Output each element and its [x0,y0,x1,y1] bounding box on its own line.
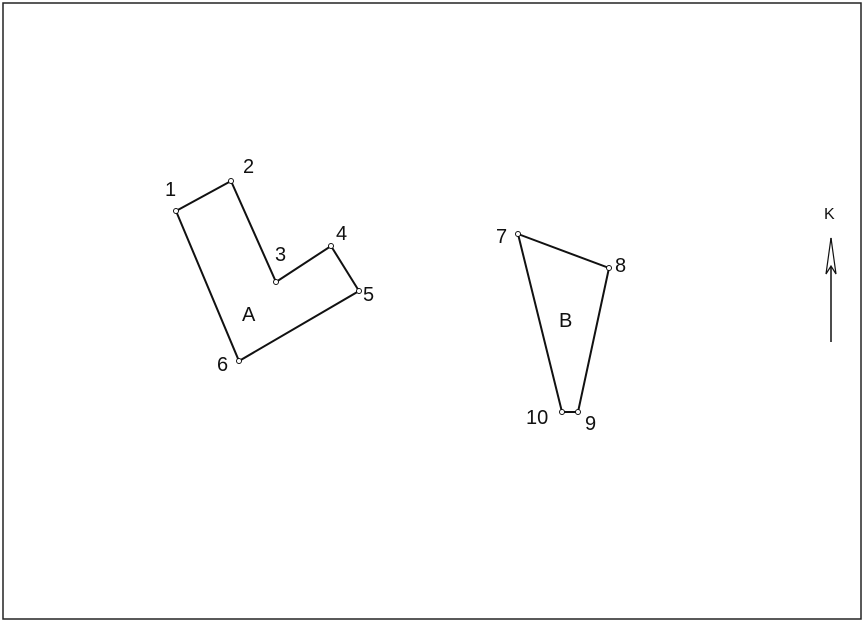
north-arrow: K [824,206,837,342]
map-frame [2,2,862,620]
north-arrow-head [825,237,837,275]
vertex-6-marker [236,358,242,364]
vertex-3-marker [273,279,279,285]
vertex-4-marker [328,243,334,249]
vertex-2-label: 2 [243,156,254,178]
vertex-2-marker [228,178,234,184]
north-arrow-label: K [824,206,835,223]
vertex-5-label: 5 [363,284,374,306]
vertex-8-marker [606,265,612,271]
vertex-4-label: 4 [336,223,347,245]
parcel-b-label: B [559,310,572,332]
vertex-10-marker [559,409,565,415]
vertex-6-label: 6 [217,354,228,376]
vertex-7-label: 7 [496,226,507,248]
parcel-b: 7 8 9 10 B [496,226,626,435]
vertex-9-label: 9 [585,413,596,435]
vertex-3-label: 3 [275,244,286,266]
vertex-10-label: 10 [526,407,548,429]
vertex-9-marker [575,409,581,415]
parcel-a-outline [174,179,361,363]
vertex-1-marker [173,208,179,214]
parcel-a-label: A [242,304,256,326]
vertex-5-marker [356,288,362,294]
vertex-8-label: 8 [615,255,626,277]
vertex-7-marker [515,231,521,237]
parcel-a: 1 2 3 4 5 6 A [165,156,374,376]
vertex-1-label: 1 [165,179,176,201]
